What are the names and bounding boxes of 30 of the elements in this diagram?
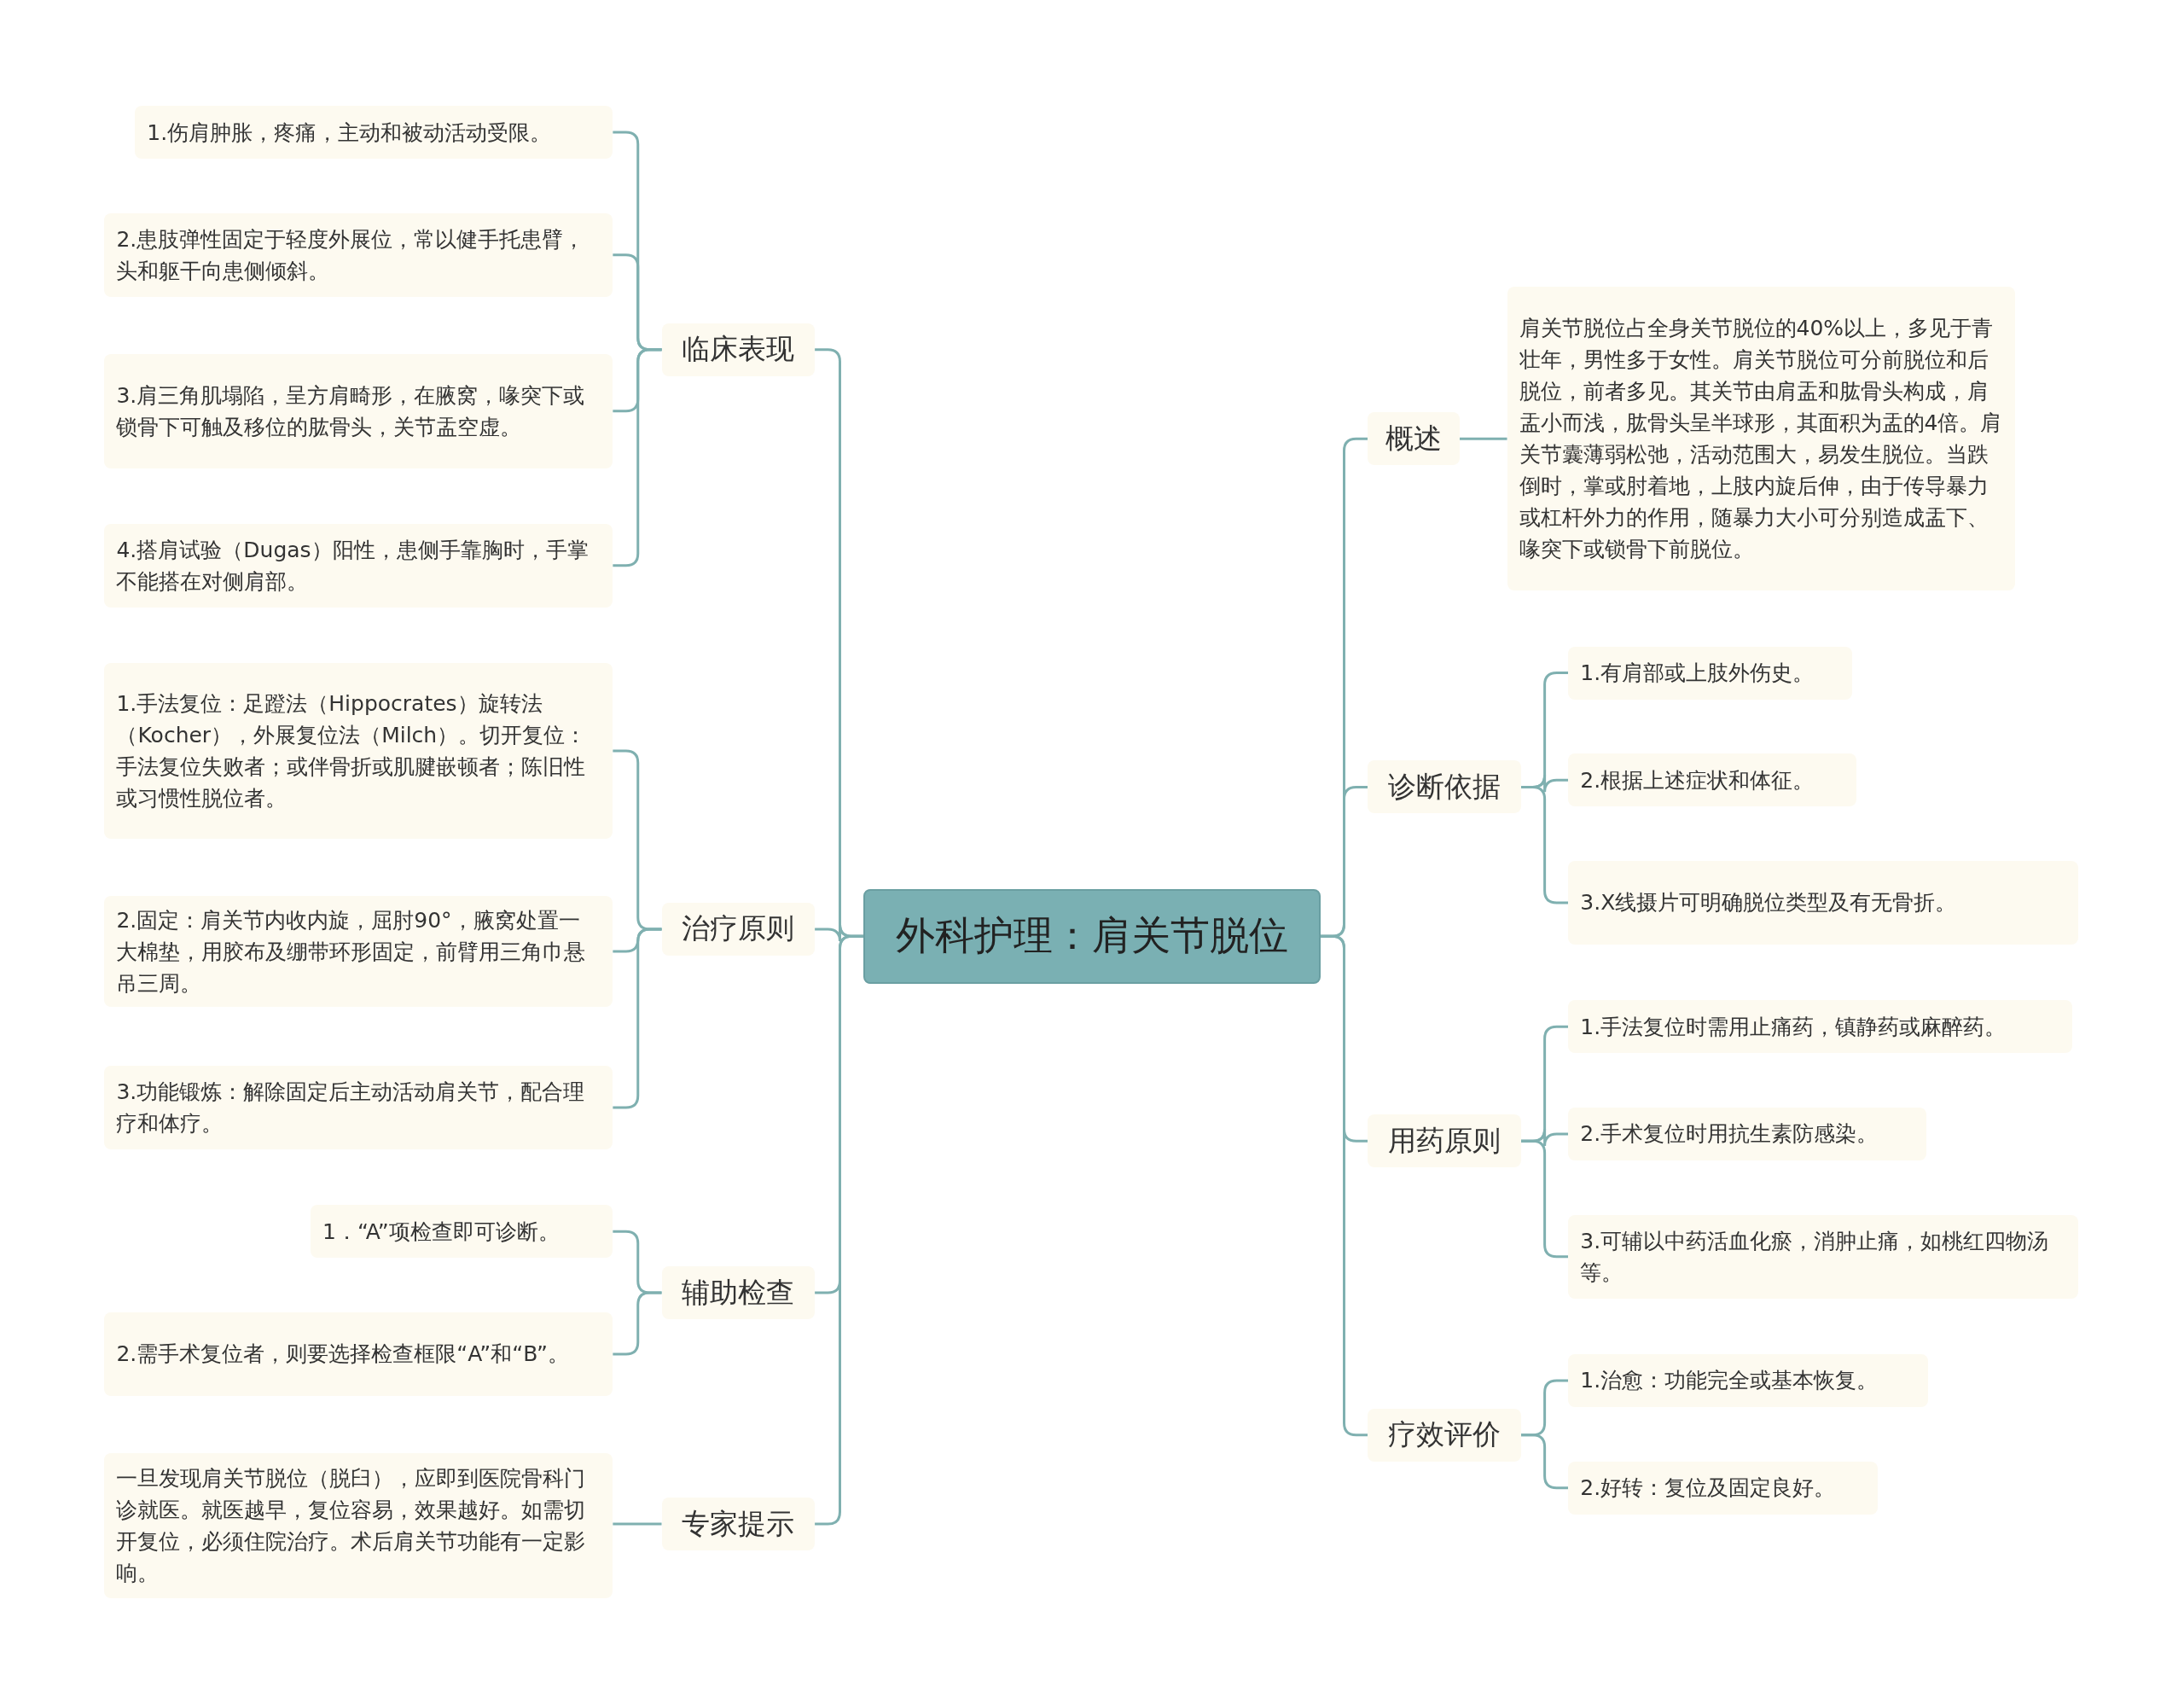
branch-topic-box: 治疗原则 — [661, 902, 816, 956]
detail-box: 4.搭肩试验（Dugas）阳性，患侧手靠胸时，手掌不能搭在对侧肩部。 — [104, 523, 613, 608]
detail-box: 2.好转：复位及固定良好。 — [1568, 1461, 1878, 1515]
detail-box: 3.功能锻炼：解除固定后主动活动肩关节，配合理疗和体疗。 — [104, 1065, 613, 1149]
detail-box: 1.伤肩肿胀，疼痛，主动和被动活动受限。 — [135, 106, 613, 160]
detail-box: 肩关节脱位占全身关节脱位的40%以上，多见于青壮年，男性多于女性。肩关节脱位可分前脱位和后脱位，前者多见。其关节由肩盂和肱骨头构成，肩盂小而浅，肱骨头呈半球形，其面积为盂的4倍。肩关节囊薄弱松弛，活动范围大，易发生脱位。当跌倒时，掌或肘着地，上肢内旋后伸，由于传导暴力或杠杆外力的作用，随暴力大小可分别造成盂下、喙突下或锁骨下前脱位。 — [1507, 287, 2016, 591]
detail-box: 1.治愈：功能完全或基本恢复。 — [1568, 1353, 1928, 1407]
detail-box: 2.手术复位时用抗生素防感染。 — [1568, 1107, 1926, 1160]
detail-box: 3.X线摄片可明确脱位类型及有无骨折。 — [1568, 860, 2078, 945]
branch-topic-box: 疗效评价 — [1368, 1408, 1521, 1462]
detail-box: 1.手法复位：足蹬法（Hippocrates）旋转法（Kocher），外展复位法（Milch）。切开复位：手法复位失败者；或伴骨折或肌腱嵌顿者；陈旧性或习惯性脱位者。 — [104, 663, 613, 839]
detail-box: 1．“A”项检查即可诊断。 — [311, 1205, 613, 1259]
branch-topic-box: 诊断依据 — [1368, 760, 1521, 814]
central-topic-box: 外科护理：肩关节脱位 — [863, 888, 1321, 984]
detail-box: 1.有肩部或上肢外伤史。 — [1568, 646, 1853, 700]
connector-line — [1460, 437, 1507, 440]
detail-box: 3.肩三角肌塌陷，呈方肩畸形，在腋窝，喙突下或锁骨下可触及移位的肱骨头，关节盂空虚。 — [104, 353, 613, 468]
detail-box: 一旦发现肩关节脱位（脱臼），应即到医院骨科门诊就医。就医越早，复位容易，效果越好。如需切开复位，必须住院治疗。术后肩关节功能有一定影响。 — [104, 1452, 613, 1598]
branch-topic-box: 专家提示 — [661, 1498, 816, 1551]
detail-box: 2.患肢弹性固定于轻度外展位，常以健手托患臂，头和躯干向患侧倾斜。 — [104, 212, 613, 297]
detail-box: 2.固定：肩关节内收内旋，屈肘90°，腋窝处置一大棉垫，用胶布及绷带环形固定，前臂用三角巾悬吊三周。 — [104, 895, 613, 1008]
branch-topic-box: 辅助检查 — [661, 1266, 816, 1320]
detail-box: 3.可辅以中药活血化瘀，消肿止痛，如桃红四物汤等。 — [1568, 1214, 2078, 1299]
branch-topic-box: 概述 — [1368, 412, 1460, 466]
detail-box: 2.根据上述症状和体征。 — [1568, 753, 1857, 807]
detail-box: 2.需手术复位者，则要选择检查框限“A”和“B”。 — [104, 1311, 613, 1396]
branch-topic-box: 用药原则 — [1368, 1114, 1521, 1168]
detail-box: 1.手法复位时需用止痛药，镇静药或麻醉药。 — [1568, 1000, 2073, 1054]
connector-line — [613, 1522, 662, 1526]
branch-topic-box: 临床表现 — [661, 323, 816, 376]
